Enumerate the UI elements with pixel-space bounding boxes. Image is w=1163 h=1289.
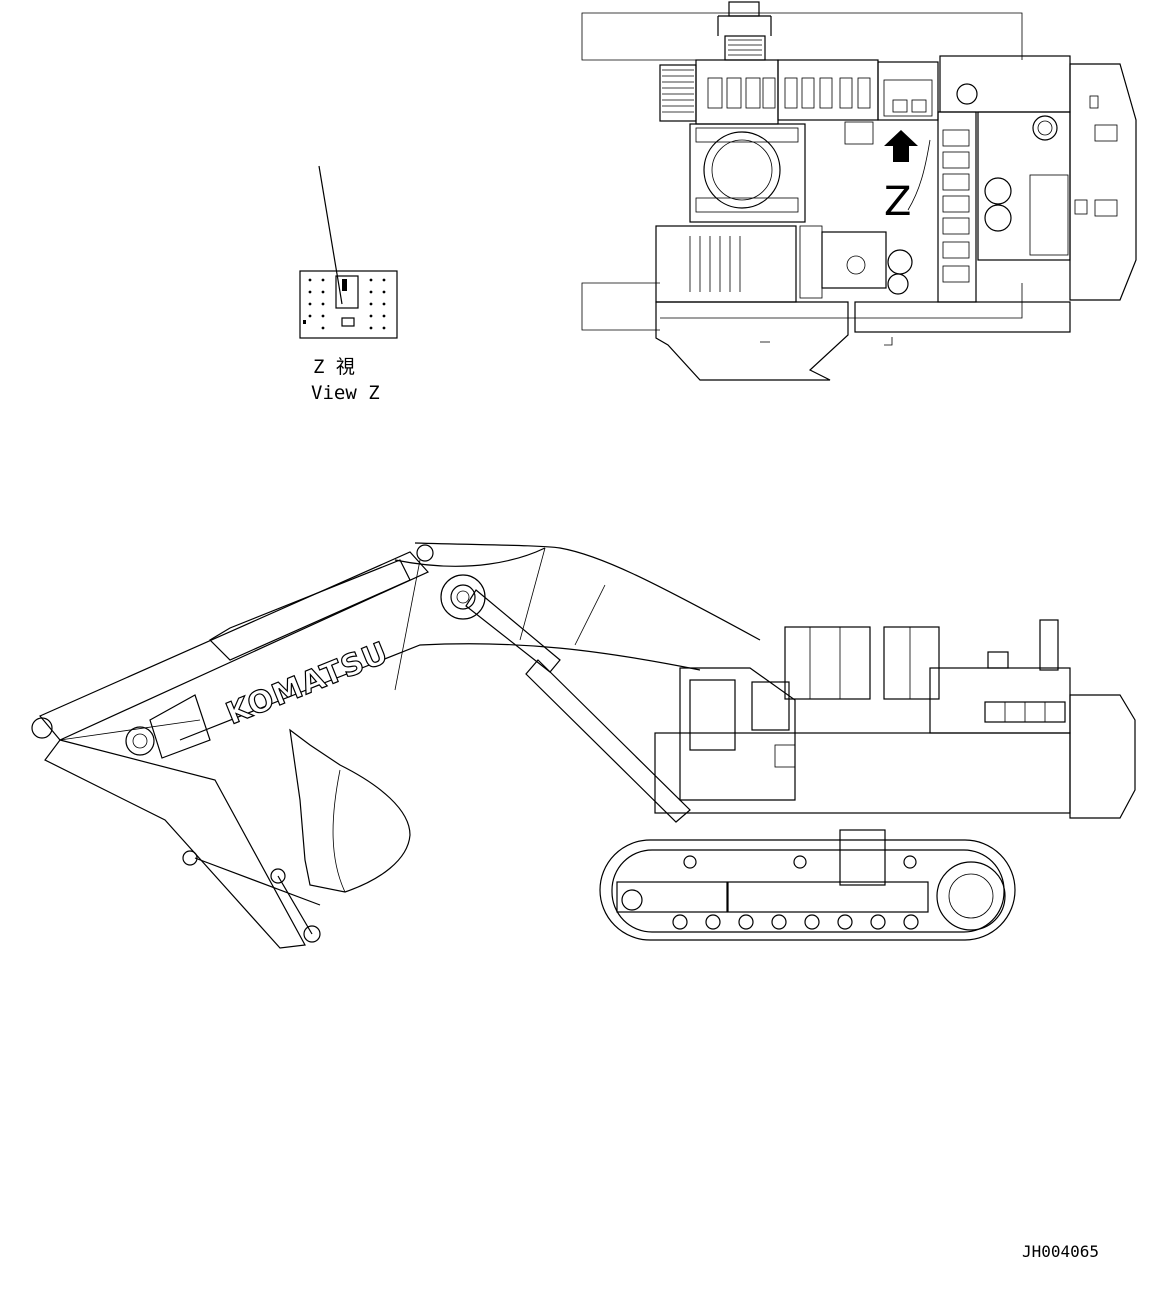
leader-box-left bbox=[581, 282, 660, 331]
decal-plate bbox=[299, 270, 398, 339]
operator-seat-area bbox=[821, 231, 887, 289]
rear-counterweight bbox=[1069, 694, 1136, 819]
upper-structure bbox=[654, 732, 1071, 814]
cab-window-side bbox=[751, 681, 790, 731]
arm-body bbox=[44, 739, 306, 949]
filler-cap bbox=[1032, 115, 1058, 141]
plate-dots bbox=[303, 278, 386, 330]
boom-top bbox=[414, 542, 761, 641]
drawing-number: JH004065 bbox=[1022, 1242, 1099, 1261]
leader-box-bottom bbox=[660, 283, 1023, 319]
sprocket bbox=[936, 861, 1006, 931]
track-frame bbox=[611, 849, 1005, 933]
boom-cylinder-rod bbox=[465, 589, 561, 673]
center-frame bbox=[839, 829, 886, 886]
leader-box-top bbox=[581, 12, 1023, 61]
engine-hood bbox=[929, 667, 1071, 734]
control-valve-area bbox=[777, 59, 879, 121]
boom-bottom bbox=[179, 643, 701, 741]
cab-grille bbox=[689, 236, 741, 292]
view-arrow bbox=[884, 130, 918, 162]
leader-line bbox=[318, 165, 343, 305]
cab bbox=[679, 667, 796, 801]
arm-pin bbox=[31, 717, 53, 739]
view-z-detail: Z 視 View Z bbox=[299, 165, 398, 404]
carrier-rollers bbox=[683, 855, 917, 869]
battery-box bbox=[937, 111, 977, 303]
walkway bbox=[655, 301, 849, 381]
arm-cylinder bbox=[209, 559, 411, 661]
arm-top bbox=[39, 551, 429, 741]
cab-window-front bbox=[689, 679, 736, 751]
brand-logo: KOMATSU bbox=[221, 635, 394, 733]
decal-small-label bbox=[341, 317, 355, 327]
track-rollers bbox=[672, 914, 919, 930]
swing-frame bbox=[689, 123, 806, 223]
swing-circle bbox=[703, 131, 781, 209]
radiator-fins bbox=[662, 69, 694, 113]
radiator bbox=[659, 64, 697, 122]
exhaust-stack bbox=[728, 1, 760, 17]
decal-label bbox=[335, 275, 359, 309]
hydraulic-tank bbox=[939, 55, 1071, 113]
exhaust-pipe bbox=[1039, 619, 1059, 671]
counterweight bbox=[1069, 63, 1137, 301]
bucket bbox=[289, 728, 411, 893]
arrow-z-label: Z bbox=[884, 179, 911, 225]
handrail-front bbox=[784, 626, 871, 700]
svg-text:KOMATSU: KOMATSU bbox=[221, 635, 393, 732]
boom-cylinder bbox=[525, 659, 691, 823]
handrail-rear bbox=[883, 626, 940, 700]
valve-block bbox=[877, 61, 939, 121]
cab-top bbox=[655, 225, 797, 303]
engine-compartment bbox=[977, 111, 1071, 261]
boom-foot-pin bbox=[440, 574, 486, 620]
track bbox=[599, 839, 1016, 941]
exhaust-hatch bbox=[728, 39, 762, 56]
view-z-title-jp: Z 視 bbox=[313, 356, 355, 378]
side-deck bbox=[854, 301, 1071, 333]
idler bbox=[621, 889, 643, 911]
view-z-title-en: View Z bbox=[311, 382, 380, 404]
top-plan-view: Z bbox=[581, 1, 1137, 381]
excavator-side-view: KOMATSU bbox=[31, 542, 1136, 949]
